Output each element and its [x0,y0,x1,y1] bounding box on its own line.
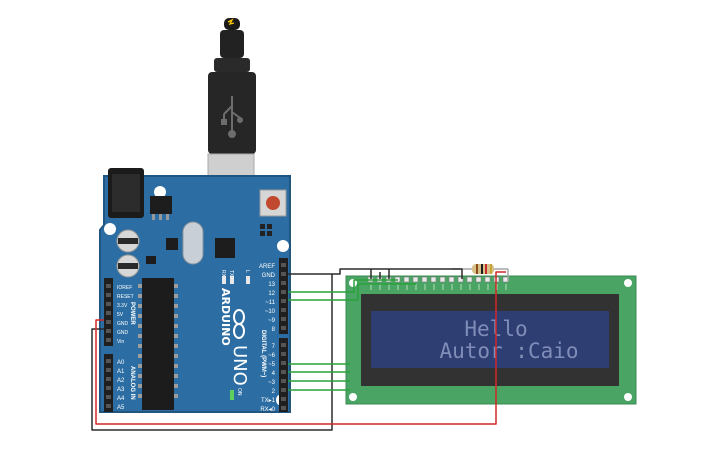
pin-label: 4 [272,371,276,377]
infinity-logo [233,309,245,339]
pin-label: A2 [117,378,125,384]
pin-label: AREF [259,264,275,270]
pin-label: A3 [117,387,125,393]
pin-label: ~9 [268,318,276,324]
pin-label: A4 [117,396,125,402]
lcd-screen [371,311,609,368]
wire-5v[interactable] [95,271,506,425]
pin-label: 2 [272,389,276,395]
pin-label: 12 [268,291,275,297]
pin-label: 13 [268,282,275,288]
pin-label: ~3 [268,380,276,386]
pin-label: IOREF [117,285,132,291]
pin-label: 5V [117,312,124,318]
pin-label: RX◂0 [260,407,275,413]
pin-label: RESET [117,294,134,300]
lcd-module[interactable]: Hello Autor :Caio [345,275,637,405]
pin-label: TX▸1 [261,398,276,404]
digital-header-bottom[interactable] [279,338,288,412]
pin-label: ~11 [265,300,275,306]
usb-plug-icon [221,96,243,138]
on-led [230,390,234,400]
atmega-chip [142,278,174,410]
pin-label: ~6 [268,353,276,359]
pin-label: 8 [272,327,276,333]
power-header-label: POWER [129,302,135,325]
pin-label: A5 [117,405,125,411]
analog-header-label: ANALOG IN [129,366,135,400]
brand-label: ARDUINO [219,288,232,346]
lightning-bolt-icon [227,18,235,26]
pin-label: A0 [117,360,125,366]
wire-rs[interactable] [288,279,398,293]
pin-label: ~10 [265,309,276,315]
pin-label: 3.3V [117,303,128,309]
arduino-uno-board[interactable]: RX TX L ON ARDUINO UNO IOREF RESET 3.3V … [99,168,291,413]
pin-label: 7 [272,344,276,350]
rx-label: RX [220,270,226,278]
reset-button[interactable] [266,196,280,210]
wire-enable[interactable] [288,283,416,301]
lcd-line-2: Autor :Caio [439,339,578,363]
pin-label: ~5 [268,362,276,368]
pin-label: Vin [117,339,124,345]
pin-label: GND [117,330,129,336]
pin-label: A1 [117,369,125,375]
pin-label: GND [117,321,129,327]
pin-label: GND [262,273,276,279]
digital-header-label: DIGITAL (PWM~) [260,330,266,377]
wire-gnd-lcd[interactable] [288,268,452,275]
l-label: L [244,270,250,273]
tx-label: TX [228,270,234,277]
on-label: ON [236,388,242,396]
analog-header[interactable] [104,354,113,412]
wires[interactable] [91,268,506,431]
digital-header-top[interactable] [279,258,288,334]
model-label: UNO [229,345,250,386]
